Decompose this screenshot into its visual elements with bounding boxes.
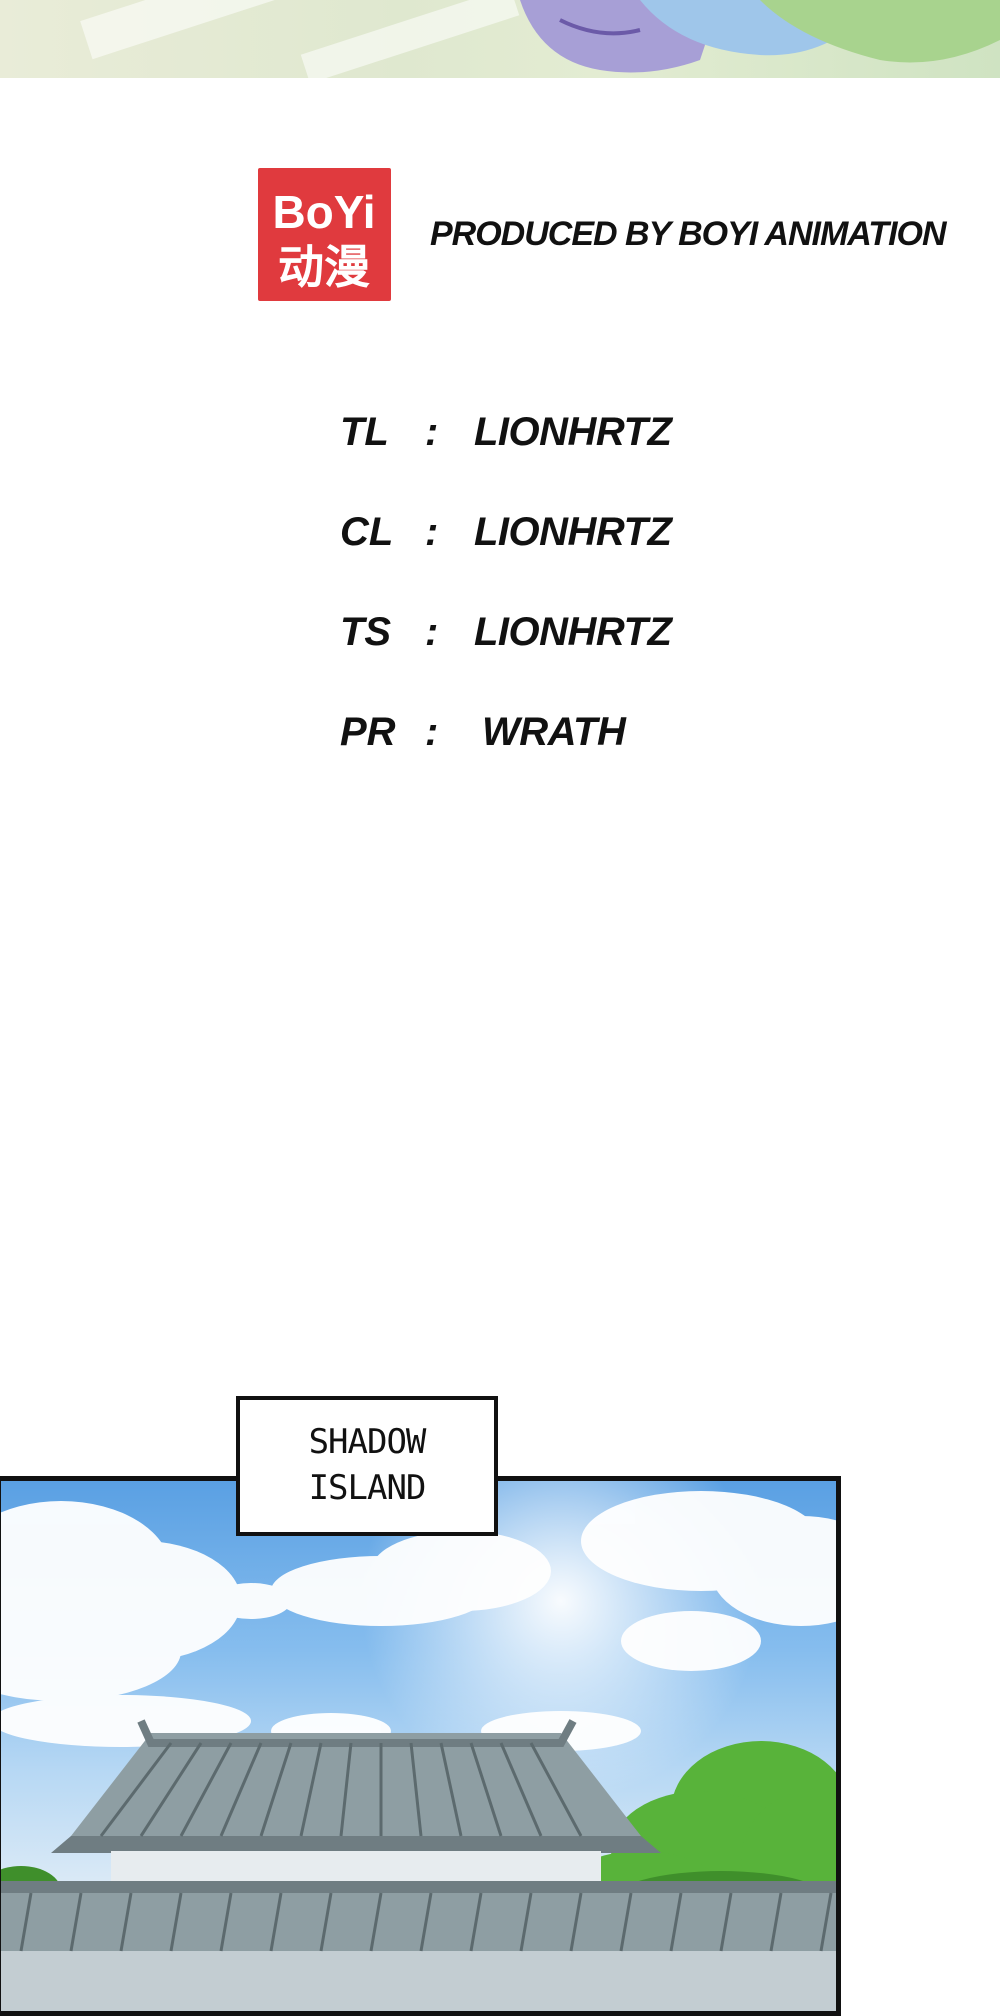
temple-roof bbox=[1, 1719, 836, 2011]
credit-name: LIONHRTZ bbox=[474, 610, 672, 654]
clouds bbox=[1, 1491, 836, 1751]
caption-line: SHADOW bbox=[308, 1422, 427, 1463]
credit-row-pr: PR : WRATH bbox=[340, 710, 700, 810]
character-art-fragment bbox=[520, 0, 1000, 73]
credit-separator: : bbox=[425, 610, 439, 654]
credits-list: TL : LIONHRTZ CL : LIONHRTZ TS : LIONHRT… bbox=[340, 410, 700, 810]
panel-scene bbox=[1, 1481, 836, 2011]
top-art-banner bbox=[0, 0, 1000, 78]
svg-text:BoYi: BoYi bbox=[272, 186, 375, 238]
produced-by-text: PRODUCED BY BOYI ANIMATION bbox=[430, 215, 947, 253]
svg-text:动漫: 动漫 bbox=[278, 240, 370, 294]
credit-row-tl: TL : LIONHRTZ bbox=[340, 410, 700, 510]
credit-separator: : bbox=[425, 710, 439, 754]
roof-tiles bbox=[19, 1742, 833, 1952]
credit-separator: : bbox=[425, 510, 439, 554]
comic-panel bbox=[0, 1476, 841, 2016]
credit-role: PR bbox=[340, 710, 396, 754]
credit-separator: : bbox=[425, 410, 439, 454]
credit-role: TL bbox=[340, 410, 389, 454]
credit-role: CL bbox=[340, 510, 394, 554]
credit-role: TS bbox=[340, 610, 392, 654]
credit-name: LIONHRTZ bbox=[474, 510, 672, 554]
caption-line: ISLAND bbox=[308, 1468, 427, 1508]
credit-row-cl: CL : LIONHRTZ bbox=[340, 510, 700, 610]
boyi-logo: BoYi 动漫 bbox=[258, 168, 391, 301]
location-caption: SHADOW ISLAND bbox=[236, 1396, 498, 1536]
credit-name: LIONHRTZ bbox=[474, 410, 672, 454]
credit-row-ts: TS : LIONHRTZ bbox=[340, 610, 700, 710]
credit-name: WRATH bbox=[482, 710, 626, 754]
